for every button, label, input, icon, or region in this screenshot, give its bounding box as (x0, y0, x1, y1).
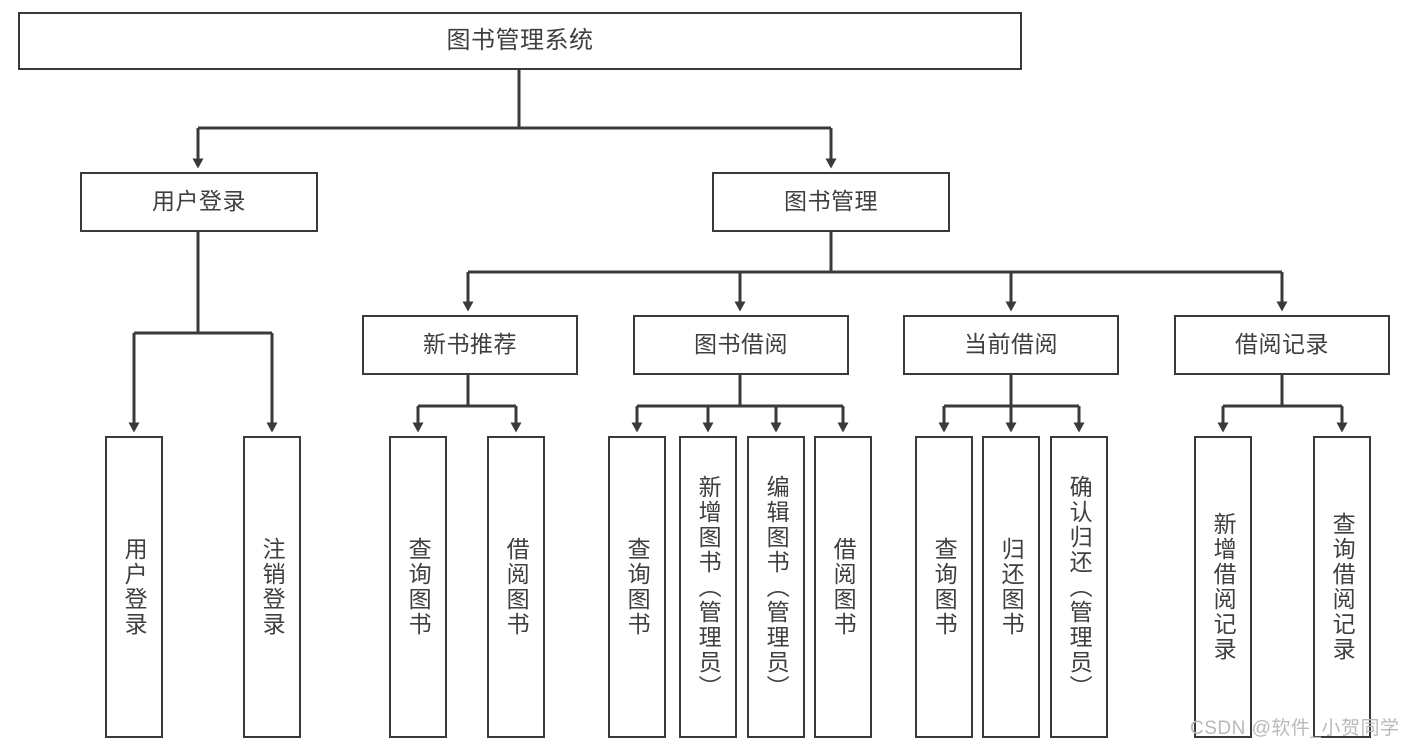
node-root-book-management-system[interactable]: 图书管理系统 (18, 12, 1022, 70)
node-label: 图书管理系统 (446, 26, 594, 54)
leaf-new-book-borrow-book[interactable]: 借阅图书 (487, 436, 545, 738)
leaf-user-login-login[interactable]: 用户登录 (105, 436, 163, 738)
node-label: 新增借阅记录 (1210, 512, 1237, 662)
node-book-borrow[interactable]: 图书借阅 (633, 315, 849, 375)
node-label: 用户登录 (152, 188, 246, 215)
node-label: 查询借阅记录 (1329, 512, 1356, 662)
leaf-current-borrow-query-book[interactable]: 查询图书 (915, 436, 973, 738)
leaf-new-book-query-book[interactable]: 查询图书 (389, 436, 447, 738)
node-new-book-recommend[interactable]: 新书推荐 (362, 315, 578, 375)
leaf-current-borrow-return-book[interactable]: 归还图书 (982, 436, 1040, 738)
leaf-user-login-logout[interactable]: 注销登录 (243, 436, 301, 738)
leaf-current-borrow-confirm-return-admin[interactable]: 确认归还（管理员） (1050, 436, 1108, 738)
leaf-book-borrow-borrow-book[interactable]: 借阅图书 (814, 436, 872, 738)
node-label: 借阅图书 (830, 537, 857, 637)
leaf-book-borrow-edit-book-admin[interactable]: 编辑图书（管理员） (747, 436, 805, 738)
node-label: 编辑图书（管理员） (763, 474, 790, 700)
node-current-borrow[interactable]: 当前借阅 (903, 315, 1119, 375)
node-label: 图书管理 (784, 188, 878, 215)
node-label: 查询图书 (624, 537, 651, 637)
node-label: 新书推荐 (423, 331, 517, 358)
leaf-book-borrow-add-book-admin[interactable]: 新增图书（管理员） (679, 436, 737, 738)
leaf-book-borrow-query-book[interactable]: 查询图书 (608, 436, 666, 738)
leaf-borrow-record-add-record[interactable]: 新增借阅记录 (1194, 436, 1252, 738)
csdn-watermark: CSDN @软件_小贺同学 (1190, 718, 1400, 739)
node-label: 新增图书（管理员） (695, 474, 722, 700)
node-label: 注销登录 (259, 537, 286, 637)
node-user-login[interactable]: 用户登录 (80, 172, 318, 232)
node-label: 当前借阅 (964, 331, 1058, 358)
node-label: 查询图书 (405, 537, 432, 637)
node-label: 用户登录 (121, 537, 148, 637)
node-book-management[interactable]: 图书管理 (712, 172, 950, 232)
leaf-borrow-record-query-record[interactable]: 查询借阅记录 (1313, 436, 1371, 738)
node-label: 归还图书 (998, 537, 1025, 637)
node-label: 确认归还（管理员） (1066, 474, 1093, 700)
node-label: 借阅图书 (503, 537, 530, 637)
node-label: 图书借阅 (694, 331, 788, 358)
node-label: 借阅记录 (1235, 331, 1329, 358)
node-borrow-record[interactable]: 借阅记录 (1174, 315, 1390, 375)
node-label: 查询图书 (931, 537, 958, 637)
